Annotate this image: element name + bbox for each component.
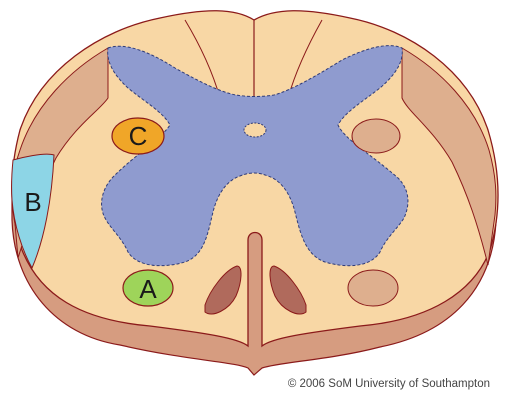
left-lateral-column: [12, 47, 109, 259]
central-canal: [243, 122, 267, 138]
label-b: B: [24, 187, 41, 217]
white-matter: [11, 10, 499, 348]
region-b: [11, 153, 55, 270]
left-ventral-tract: [204, 265, 242, 315]
label-a: A: [139, 274, 157, 304]
right-lateral-column: [401, 47, 497, 266]
label-c: C: [129, 121, 148, 151]
region-a: [122, 269, 174, 307]
copyright-credit: © 2006 SoM University of Southampton: [287, 378, 490, 390]
right-ventral-tract: [269, 265, 307, 315]
right-tract-lower: [347, 269, 399, 307]
right-tract-upper: [351, 118, 401, 154]
region-c: [111, 117, 165, 155]
grey-matter: [101, 45, 409, 267]
